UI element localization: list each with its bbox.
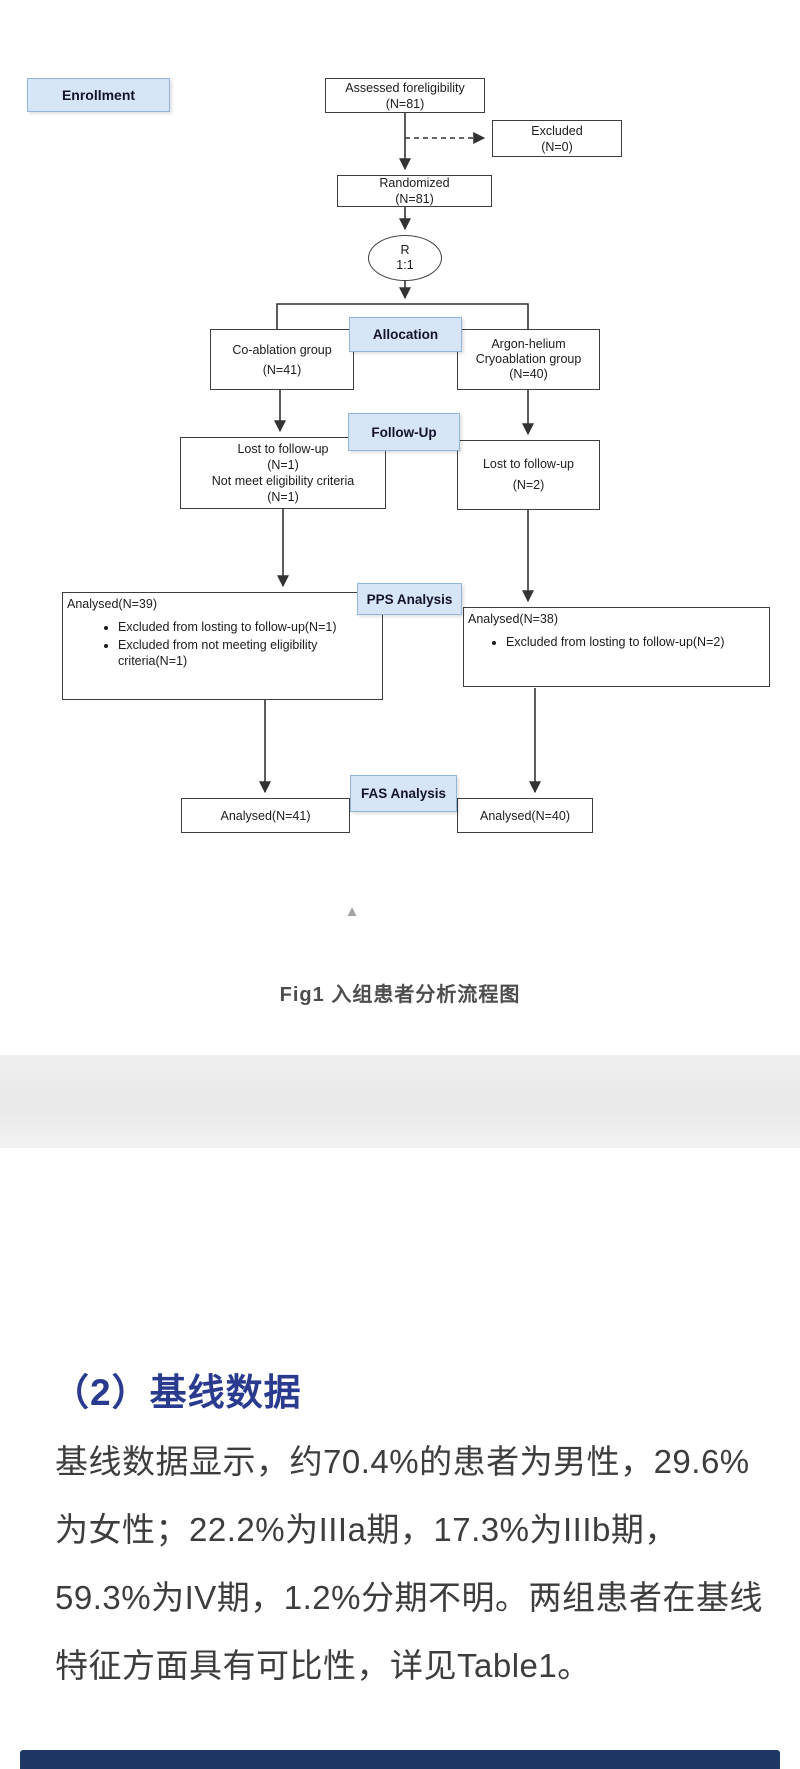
right-fas-box: Analysed(N=40): [457, 798, 593, 833]
section-heading: （2）基线数据: [52, 1372, 302, 1413]
co-ablation-group-box: Co-ablation group (N=41): [210, 329, 354, 390]
stage-label-pps-analysis: PPS Analysis: [357, 583, 462, 615]
paragraph-line: 59.3%为IV期，1.2%分期不明。两组患者在基线: [55, 1579, 763, 1616]
right-fas-label: Analysed(N=40): [480, 808, 570, 823]
left-group-line2: (N=41): [262, 362, 302, 377]
excluded-line2: (N=0): [541, 139, 573, 154]
excluded-line1: Excluded: [531, 123, 583, 138]
assessed-line1: Assessed foreligibility: [345, 80, 465, 95]
left-pps-title: Analysed(N=39): [67, 597, 157, 611]
left-pps-bullet-1: Excluded from losting to follow-up(N=1): [118, 619, 382, 635]
left-followup-line1: Lost to follow-up: [237, 442, 329, 456]
right-followup-line2: (N=2): [512, 478, 545, 492]
stage-label-followup: Follow-Up: [348, 413, 460, 451]
table-header-bar: [20, 1750, 780, 1769]
right-pps-box: Analysed(N=38) Excluded from losting to …: [463, 607, 770, 687]
right-group-line3: (N=40): [509, 367, 548, 381]
cryoablation-group-box: Argon-helium Cryoablation group (N=40): [457, 329, 600, 390]
paragraph-line: 特征方面具有可比性，详见Table1。: [55, 1647, 591, 1684]
right-group-line1: Argon-helium: [491, 337, 566, 351]
left-pps-box: Analysed(N=39) Excluded from losting to …: [62, 592, 383, 700]
section-divider-band: [0, 1055, 800, 1148]
right-pps-title: Analysed(N=38): [468, 612, 558, 626]
randomized-line2: (N=81): [395, 192, 434, 206]
left-followup-line2: (N=1): [267, 458, 299, 472]
randomized-box: Randomized (N=81): [337, 175, 492, 207]
left-fas-label: Analysed(N=41): [220, 808, 311, 823]
right-followup-line1: Lost to follow-up: [482, 457, 575, 471]
ratio-line2: 1:1: [396, 258, 414, 272]
right-pps-bullets: Excluded from losting to follow-up(N=2): [464, 634, 769, 650]
stage-label-fas-analysis: FAS Analysis: [350, 775, 457, 812]
randomized-line1: Randomized: [379, 176, 450, 190]
right-followup-box: Lost to follow-up (N=2): [457, 440, 600, 510]
flow-connectors: [259, 113, 541, 794]
right-group-line2: Cryoablation group: [475, 352, 582, 366]
left-followup-line4: (N=1): [267, 490, 299, 504]
excluded-box: Excluded (N=0): [492, 120, 622, 157]
consort-flow-diagram: Enrollment Assessed foreligibility (N=81…: [0, 0, 800, 900]
ratio-line1: R: [400, 243, 410, 257]
stage-label-allocation: Allocation: [349, 317, 462, 352]
left-followup-line3: Not meet eligibility criteria: [211, 474, 355, 488]
paragraph-line: 为女性；22.2%为IIIa期，17.3%为IIIb期，: [55, 1511, 678, 1548]
assessed-line2: (N=81): [385, 96, 425, 111]
paragraph-line: 基线数据显示，约70.4%的患者为男性，29.6%: [55, 1443, 750, 1480]
left-pps-bullet-2: Excluded from not meeting eligibility cr…: [118, 637, 382, 669]
assessed-box: Assessed foreligibility (N=81): [325, 78, 485, 113]
stage-label-enrollment: Enrollment: [27, 78, 170, 112]
randomization-ratio-ellipse: R 1:1: [368, 235, 442, 281]
figure-caption: Fig1 入组患者分析流程图: [279, 984, 521, 1006]
left-group-line1: Co-ablation group: [232, 342, 332, 357]
body-paragraph: 基线数据显示，约70.4%的患者为男性，29.6% 为女性；22.2%为IIIa…: [55, 1428, 763, 1700]
left-fas-box: Analysed(N=41): [181, 798, 350, 833]
left-pps-bullets: Excluded from losting to follow-up(N=1) …: [63, 619, 382, 669]
collapse-triangle-icon[interactable]: ▲: [344, 903, 360, 920]
right-pps-bullet-1: Excluded from losting to follow-up(N=2): [506, 634, 769, 650]
